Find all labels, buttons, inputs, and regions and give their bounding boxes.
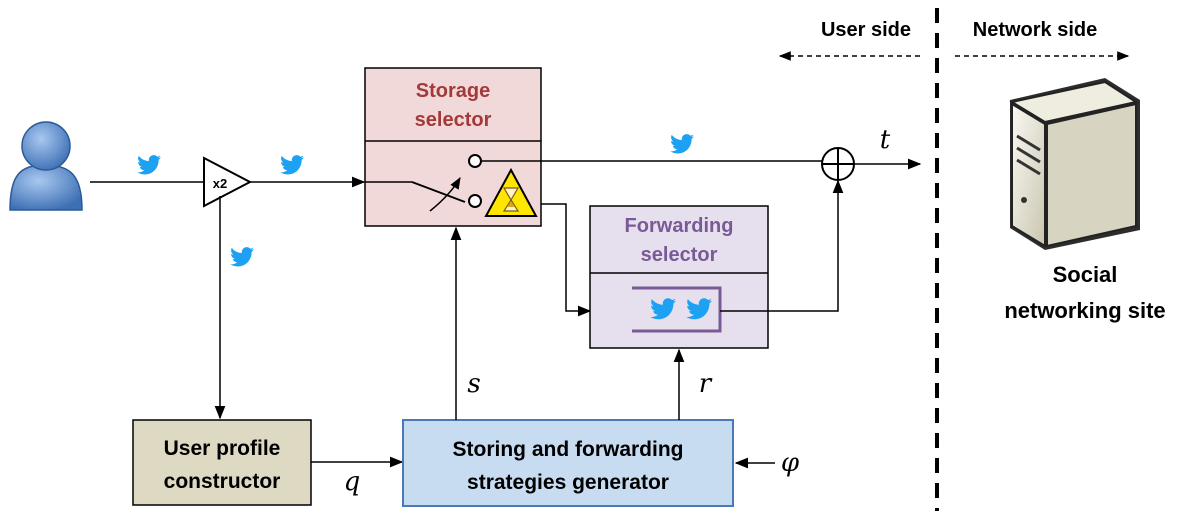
hourglass-warning-icon xyxy=(484,167,538,217)
profile-constructor-label: User profile xyxy=(164,437,281,460)
signal-q-label: q xyxy=(344,467,361,497)
signal-phi-label: φ xyxy=(781,448,800,478)
twitter-bird-icon xyxy=(280,155,304,175)
storage-selector-title: selector xyxy=(415,109,492,131)
user-side-label: User side xyxy=(821,19,911,41)
amplifier-x2: x2 xyxy=(203,156,253,208)
server-icon xyxy=(1009,78,1140,250)
forwarding-selector-title: selector xyxy=(641,244,718,266)
signal-t-label: t xyxy=(880,125,891,155)
profile-constructor-label: constructor xyxy=(164,470,281,493)
forwarding-selector-block: Forwarding selector xyxy=(589,205,769,349)
user-profile-constructor-block: User profile constructor xyxy=(132,419,312,506)
amplifier-label: x2 xyxy=(213,176,227,191)
summing-junction xyxy=(821,147,855,181)
forwarded-output-line xyxy=(720,179,844,312)
stored-tweet-line xyxy=(541,203,592,317)
twitter-bird-icon xyxy=(230,247,254,267)
signal-s-label: s xyxy=(467,369,480,399)
signal-r-label: r xyxy=(699,369,713,399)
forwarding-selector-title: Forwarding xyxy=(625,215,734,237)
twitter-bird-icon xyxy=(137,155,161,175)
generator-label: Storing and forwarding xyxy=(453,438,684,461)
site-label: Social xyxy=(1053,262,1118,287)
user-icon xyxy=(9,121,83,211)
network-side-label: Network side xyxy=(973,19,1097,41)
twitter-bird-icon xyxy=(670,134,694,154)
storage-selector-title: Storage xyxy=(416,80,490,102)
site-label: networking site xyxy=(1004,298,1165,323)
strategies-generator-block: Storing and forwarding strategies genera… xyxy=(402,419,734,507)
generator-label: strategies generator xyxy=(467,471,669,494)
